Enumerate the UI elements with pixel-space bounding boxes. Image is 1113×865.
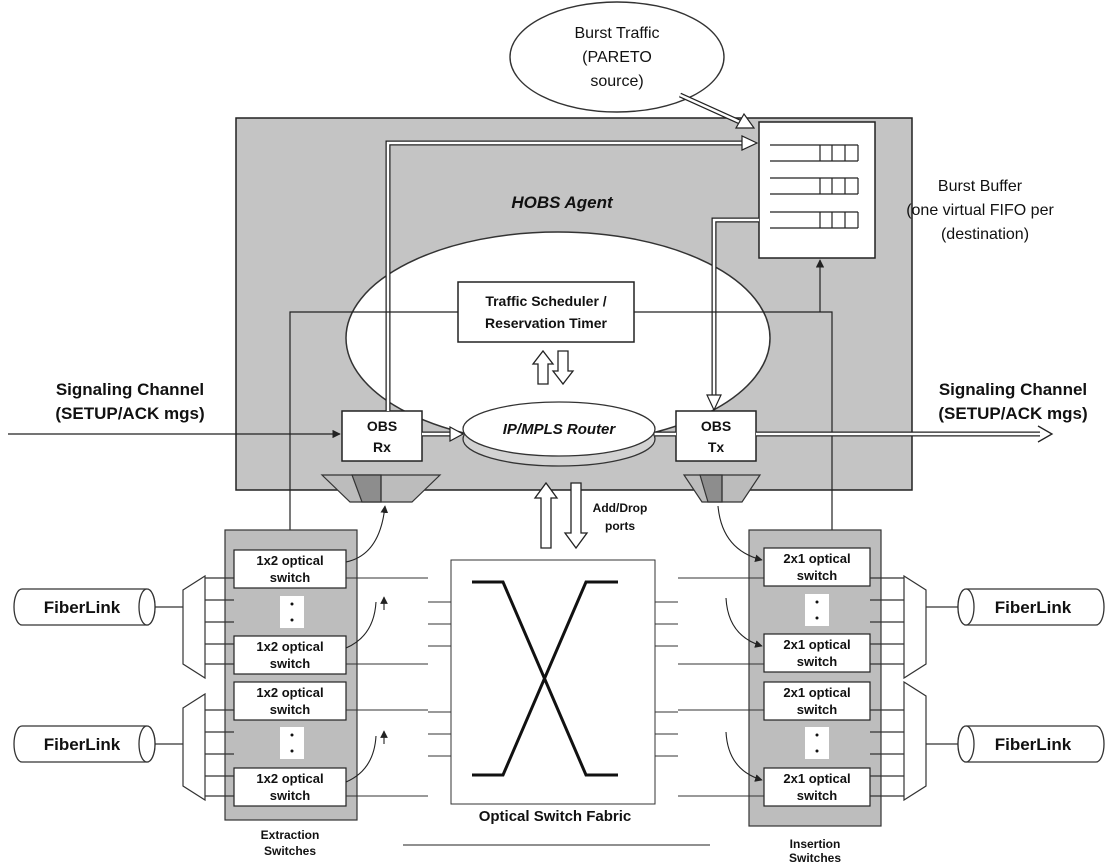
svg-text:2x1 optical: 2x1 optical — [783, 551, 850, 566]
optical-switch-fabric — [450, 559, 656, 805]
svg-text:1x2 optical: 1x2 optical — [256, 639, 323, 654]
hobs-agent-label: HOBS Agent — [511, 193, 614, 212]
svg-text:switch: switch — [797, 654, 838, 669]
fifo-queues — [770, 144, 859, 229]
burst-buffer-line3: (destination) — [941, 226, 1029, 243]
scheduler-line2: Reservation Timer — [485, 315, 607, 331]
obs-rx-box — [341, 410, 423, 462]
svg-text:2x1 optical: 2x1 optical — [783, 771, 850, 786]
fiberlink-left-bottom-label: FiberLink — [44, 735, 121, 754]
burst-buffer-line1: Burst Buffer — [938, 178, 1023, 195]
signaling-right-arrow — [756, 425, 1054, 443]
extraction-switch-2: 1x2 optical switch — [233, 635, 347, 675]
rx-to-router-arrow — [422, 425, 465, 443]
obs-tx-line2: Tx — [708, 439, 725, 455]
obs-rx-line1: OBS — [367, 418, 397, 434]
svg-text:2x1 optical: 2x1 optical — [783, 637, 850, 652]
right-mux-bottom — [870, 680, 927, 802]
svg-text:switch: switch — [797, 788, 838, 803]
fiberlink-right-bottom: FiberLink — [926, 725, 1105, 763]
left-demux-bottom — [182, 692, 234, 802]
right-mux-top — [870, 574, 927, 680]
extraction-drop-arrow-2 — [345, 601, 377, 649]
scheduler-to-insertion-line — [634, 311, 837, 549]
router-label: IP/MPLS Router — [503, 421, 617, 438]
extraction-drop-arrow-1 — [345, 505, 389, 563]
rx-to-buffer-path — [385, 135, 759, 411]
fabric-label: Optical Switch Fabric — [479, 808, 632, 825]
scheduler-down-arrow — [551, 350, 575, 386]
svg-text:1x2 optical: 1x2 optical — [256, 553, 323, 568]
fiberlink-left-top: FiberLink — [13, 588, 183, 626]
add-drop-line2: ports — [605, 519, 635, 533]
signaling-left-line2: (SETUP/ACK mgs) — [55, 404, 204, 423]
extraction-switch-1: 1x2 optical switch — [233, 549, 347, 589]
fabric-port-stubs — [428, 601, 678, 757]
fiberlink-left-top-label: FiberLink — [44, 598, 121, 617]
fiberlink-right-bottom-label: FiberLink — [995, 735, 1072, 754]
burst-buffer-line2: (one virtual FIFO per — [906, 202, 1054, 219]
buffer-to-tx-path — [706, 217, 759, 412]
insertion-switch-2: 2x1 optical switch — [763, 633, 871, 673]
extraction-ellipsis — [280, 596, 304, 759]
svg-text:switch: switch — [270, 788, 311, 803]
scheduler-line1: Traffic Scheduler / — [485, 293, 606, 309]
obs-tx-line1: OBS — [701, 418, 731, 434]
insertion-add-arrow-1 — [717, 505, 763, 563]
insertion-add-arrow-3 — [725, 731, 763, 782]
insertion-switch-3: 2x1 optical switch — [763, 681, 871, 721]
fabric-to-insertion-lines — [678, 577, 764, 797]
drop-port-arrow — [563, 482, 589, 550]
svg-text:2x1 optical: 2x1 optical — [783, 685, 850, 700]
obs-rx-line2: Rx — [373, 439, 391, 455]
fiberlink-right-top: FiberLink — [926, 588, 1105, 626]
svg-text:1x2 optical: 1x2 optical — [256, 685, 323, 700]
fiberlink-right-top-label: FiberLink — [995, 598, 1072, 617]
svg-text:switch: switch — [270, 570, 311, 585]
insertion-ellipsis — [805, 594, 829, 759]
left-demux-top — [182, 574, 234, 680]
insertion-label-line2: Switches — [789, 851, 841, 865]
burst-traffic-source — [509, 1, 725, 113]
svg-text:switch: switch — [270, 702, 311, 717]
burst-traffic-line2: (PARETO — [582, 49, 652, 66]
scheduler-to-extraction-line — [285, 311, 458, 549]
signaling-left-line1: Signaling Channel — [56, 380, 204, 399]
add-drop-line1: Add/Drop — [593, 501, 648, 515]
svg-text:switch: switch — [270, 656, 311, 671]
extraction-switch-3: 1x2 optical switch — [233, 681, 347, 721]
burst-traffic-line3: source) — [590, 73, 643, 90]
svg-text:switch: switch — [797, 568, 838, 583]
insertion-switch-4: 2x1 optical switch — [763, 767, 871, 807]
signaling-right-line1: Signaling Channel — [939, 380, 1087, 399]
extraction-switch-4: 1x2 optical switch — [233, 767, 347, 807]
add-port-arrow — [533, 481, 559, 549]
scheduler-up-arrow — [531, 349, 555, 385]
traffic-scheduler-box — [457, 281, 635, 343]
source-to-buffer-arrow — [678, 92, 756, 129]
router-top — [462, 401, 656, 457]
signaling-right-line2: (SETUP/ACK mgs) — [938, 404, 1087, 423]
svg-text:1x2 optical: 1x2 optical — [256, 771, 323, 786]
insertion-switch-1: 2x1 optical switch — [763, 547, 871, 587]
burst-traffic-line1: Burst Traffic — [574, 25, 659, 42]
extraction-label-line2: Switches — [264, 844, 316, 858]
extraction-label-line1: Extraction — [261, 828, 320, 842]
rx-demux — [320, 474, 442, 503]
insertion-label-line1: Insertion — [790, 837, 841, 851]
fabric-cross-line-b — [472, 580, 618, 777]
fiberlink-left-bottom: FiberLink — [13, 725, 183, 763]
extraction-drop-arrow-3 — [345, 735, 377, 783]
extraction-to-fabric-lines — [346, 577, 428, 797]
svg-text:switch: switch — [797, 702, 838, 717]
insertion-add-arrow-2 — [725, 597, 763, 648]
tx-demux — [682, 474, 762, 503]
